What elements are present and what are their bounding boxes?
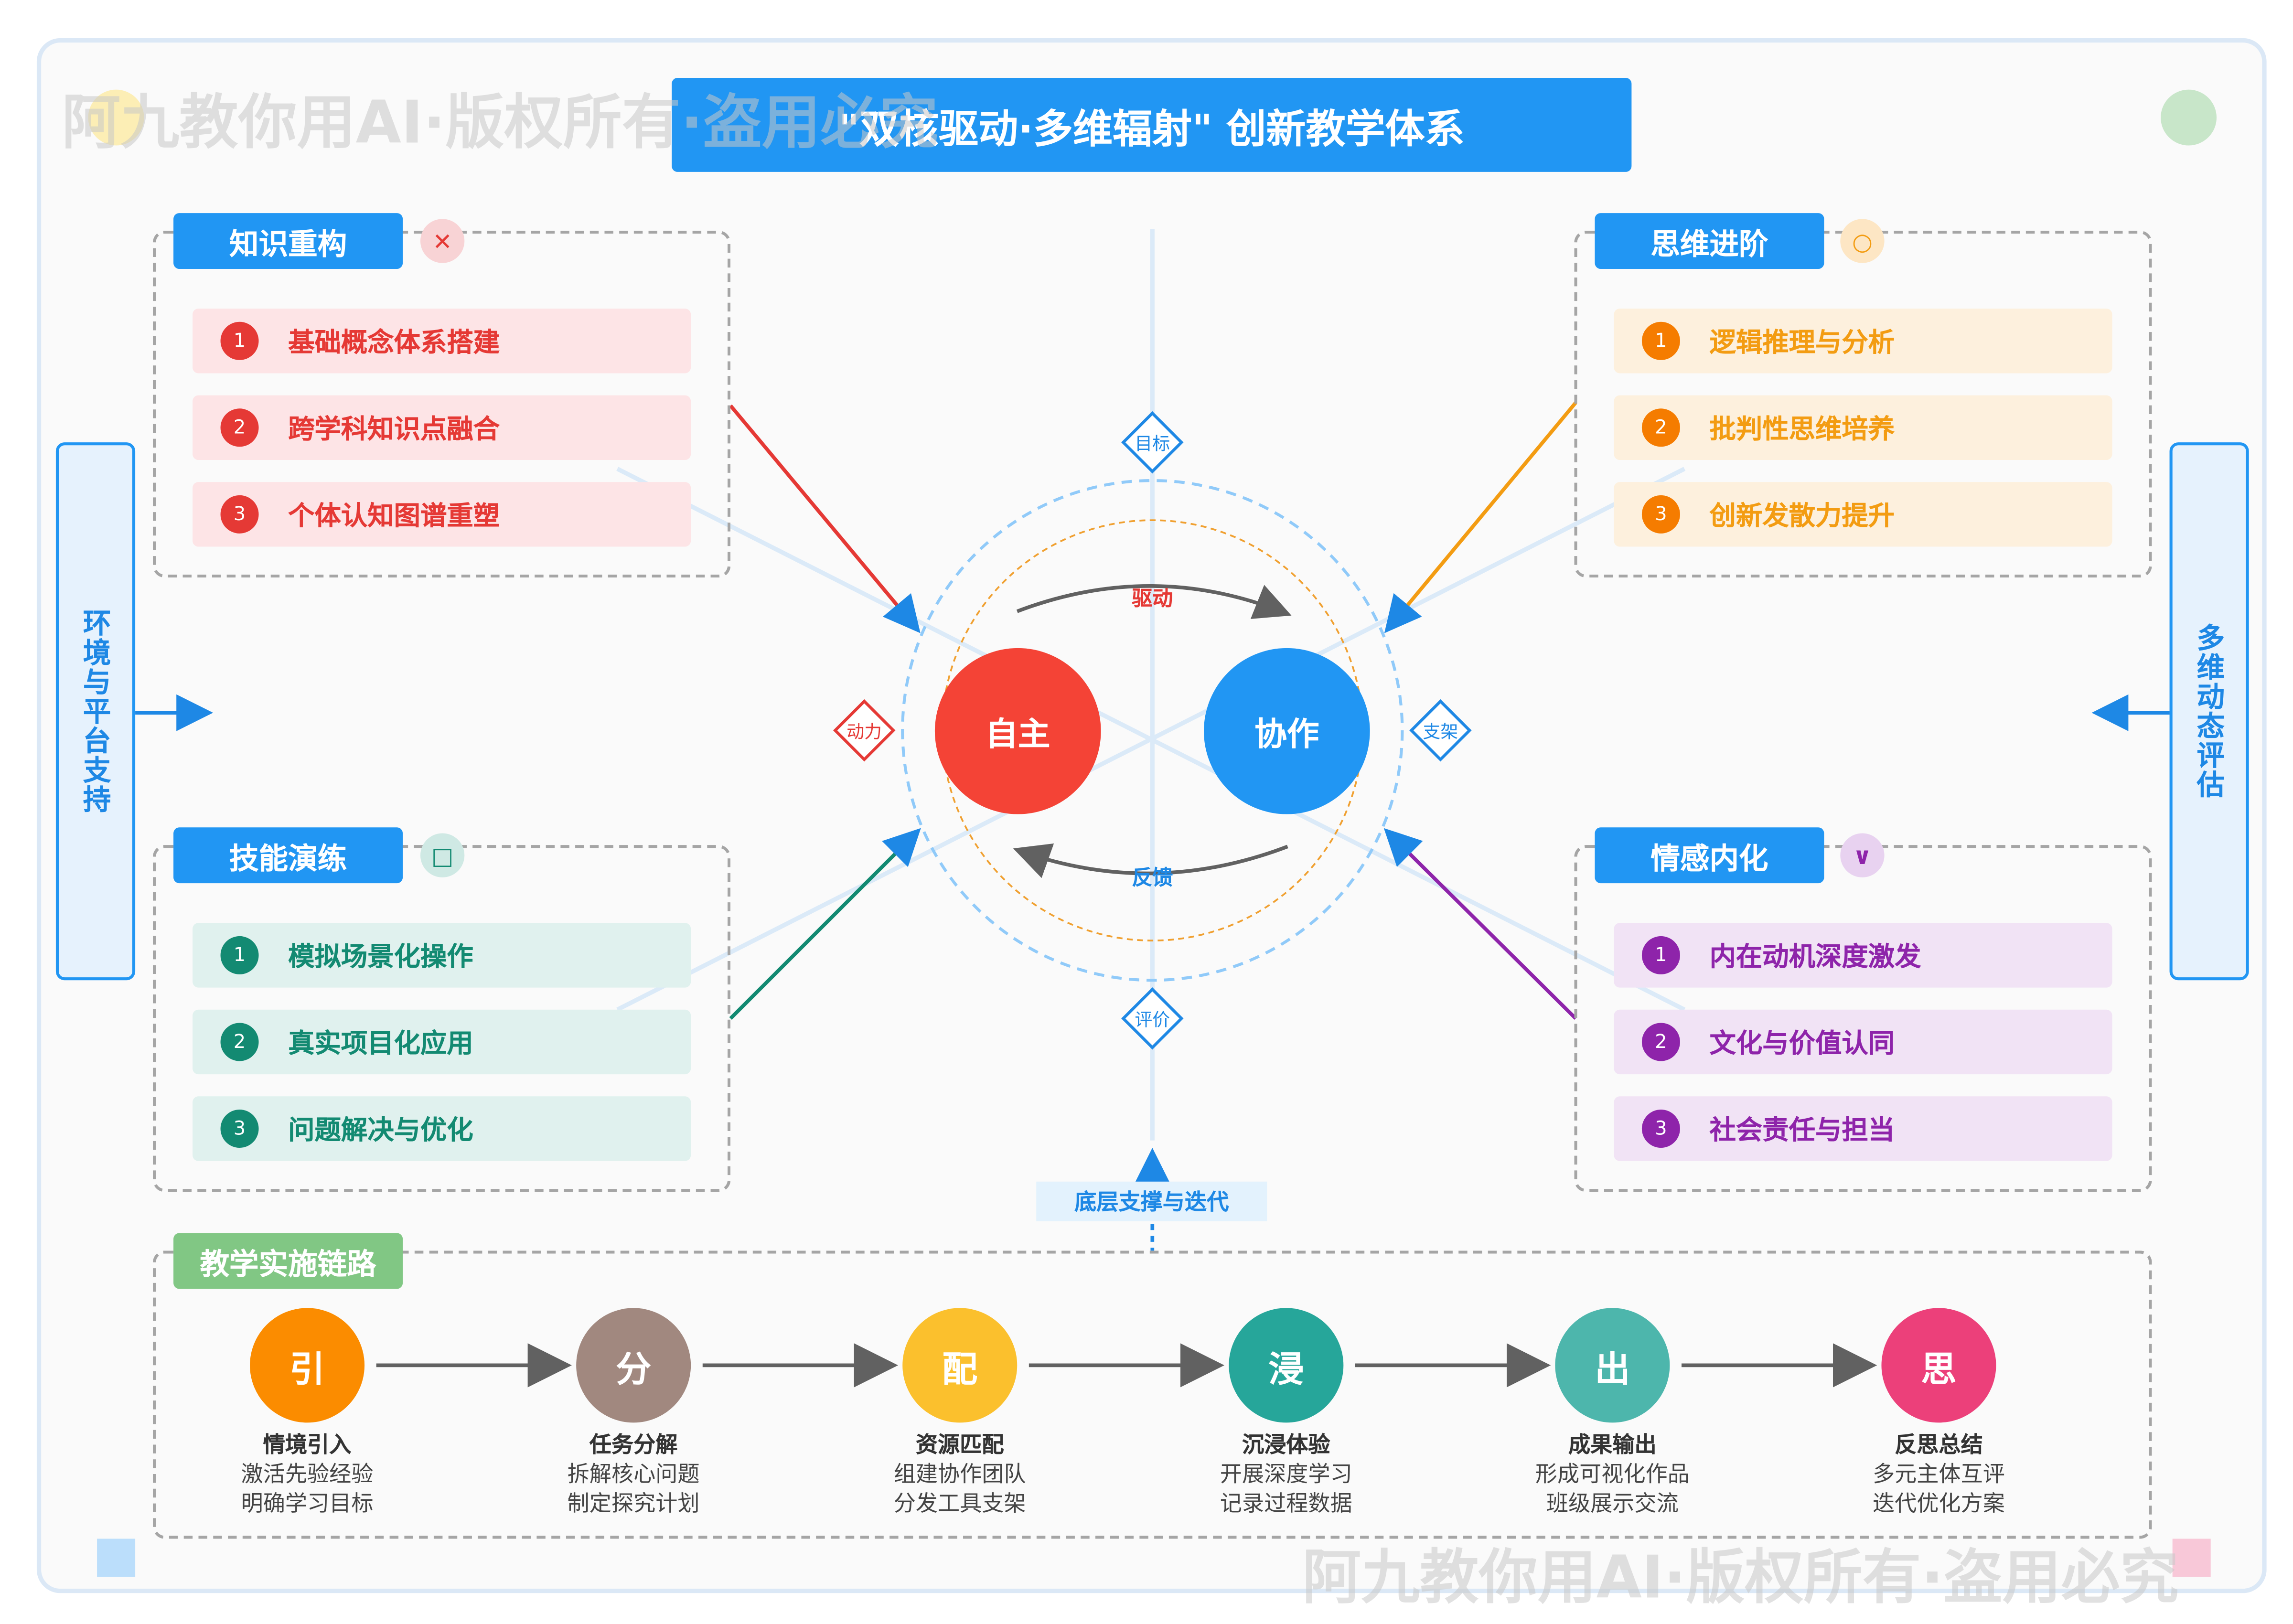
number-badge: 1	[220, 321, 259, 360]
step-title: 情境引入	[263, 1431, 352, 1458]
number-badge: 3	[220, 495, 259, 534]
chain-step-5-text: 成果输出 形成可视化作品 班级展示交流	[1495, 1430, 1730, 1518]
chain-step-2-circle: 分	[576, 1308, 691, 1423]
module-thinking-item-2: 2 批判性思维培养	[1614, 395, 2112, 460]
item-label: 创新发散力提升	[1709, 501, 1895, 532]
step-title: 沉浸体验	[1242, 1431, 1330, 1458]
item-label: 文化与价值认同	[1709, 1028, 1895, 1060]
module-thinking-item-3: 3 创新发散力提升	[1614, 482, 2112, 547]
diamond-label-goal: 目标	[1135, 433, 1170, 454]
module-skills-item-3: 3 问题解决与优化	[193, 1096, 691, 1161]
chain-step-3-text: 资源匹配 组建协作团队 分发工具支架	[842, 1430, 1077, 1518]
module-knowledge-item-1: 1 基础概念体系搭建	[193, 309, 691, 374]
chain-step-3-circle: 配	[902, 1308, 1018, 1423]
step-desc: 制定探究计划	[567, 1490, 700, 1517]
module-title-emotion: 情感内化	[1595, 827, 1824, 884]
base-support-label: 底层支撑与迭代	[1036, 1181, 1267, 1221]
step-desc: 拆解核心问题	[567, 1461, 700, 1487]
step-desc: 形成可视化作品	[1535, 1461, 1690, 1487]
item-label: 社会责任与担当	[1709, 1115, 1895, 1146]
step-desc: 记录过程数据	[1220, 1490, 1352, 1517]
module-skills-item-2: 2 真实项目化应用	[193, 1009, 691, 1075]
step-title: 资源匹配	[915, 1431, 1004, 1458]
step-desc: 分发工具支架	[893, 1490, 1026, 1517]
step-desc: 组建协作团队	[893, 1461, 1026, 1487]
number-badge: 3	[1641, 495, 1680, 534]
square-icon: □	[420, 833, 465, 877]
module-skills-item-1: 1 模拟场景化操作	[193, 923, 691, 988]
step-title: 成果输出	[1568, 1431, 1657, 1458]
number-badge: 3	[1641, 1110, 1680, 1148]
module-emotion-item-2: 2 文化与价值认同	[1614, 1009, 2112, 1075]
number-badge: 2	[1641, 408, 1680, 447]
drive-label: 驱动	[1132, 588, 1173, 611]
module-thinking-item-1: 1 逻辑推理与分析	[1614, 309, 2112, 374]
decor-square-red	[2172, 1539, 2211, 1577]
chain-step-5-circle: 出	[1555, 1308, 1670, 1423]
number-badge: 1	[1641, 321, 1680, 360]
chain-title: 教学实施链路	[173, 1233, 403, 1289]
step-desc: 班级展示交流	[1546, 1490, 1679, 1517]
step-desc: 迭代优化方案	[1872, 1490, 2005, 1517]
step-title: 反思总结	[1895, 1431, 1983, 1458]
number-badge: 3	[220, 1110, 259, 1148]
module-emotion-item-3: 3 社会责任与担当	[1614, 1096, 2112, 1161]
side-panel-evaluation: 多维动态评估	[2169, 442, 2249, 981]
watermark-top: 阿九教你用AI·版权所有·盗用必究	[62, 89, 938, 158]
chain-step-4-circle: 浸	[1229, 1308, 1344, 1423]
number-badge: 2	[220, 1023, 259, 1061]
chain-step-1-circle: 引	[250, 1308, 365, 1423]
module-title-skills: 技能演练	[173, 827, 403, 884]
item-label: 个体认知图谱重塑	[288, 501, 500, 532]
diamond-label-evaluation: 评价	[1135, 1009, 1170, 1030]
cross-icon: ✕	[420, 219, 465, 263]
feedback-label: 反馈	[1132, 867, 1173, 891]
item-label: 真实项目化应用	[288, 1028, 473, 1060]
module-emotion-item-1: 1 内在动机深度激发	[1614, 923, 2112, 988]
chevron-down-icon: ∨	[1840, 833, 1885, 877]
step-desc: 激活先验经验	[241, 1461, 374, 1487]
decor-dot-yellow	[88, 89, 144, 146]
number-badge: 1	[1641, 936, 1680, 974]
step-desc: 明确学习目标	[241, 1490, 374, 1517]
item-label: 内在动机深度激发	[1709, 942, 1921, 973]
circle-icon: ○	[1840, 219, 1885, 263]
module-knowledge-item-3: 3 个体认知图谱重塑	[193, 482, 691, 547]
decor-dot-green	[2161, 89, 2217, 146]
step-title: 任务分解	[589, 1431, 678, 1458]
diamond-label-motivation: 动力	[846, 721, 882, 742]
page-title: "双核驱动·多维辐射" 创新教学体系	[672, 78, 1632, 172]
chain-step-4-text: 沉浸体验 开展深度学习 记录过程数据	[1168, 1430, 1404, 1518]
module-title-knowledge: 知识重构	[173, 213, 403, 269]
item-label: 模拟场景化操作	[288, 942, 473, 973]
decor-square-blue	[97, 1539, 136, 1577]
number-badge: 1	[220, 936, 259, 974]
diamond-label-scaffold: 支架	[1423, 721, 1458, 742]
item-label: 基础概念体系搭建	[288, 328, 500, 359]
number-badge: 2	[1641, 1023, 1680, 1061]
chain-box	[153, 1250, 2152, 1539]
item-label: 逻辑推理与分析	[1709, 328, 1895, 359]
chain-step-6-circle: 思	[1881, 1308, 1996, 1423]
chain-step-6-text: 反思总结 多元主体互评 迭代优化方案	[1821, 1430, 2056, 1518]
module-knowledge-item-2: 2 跨学科知识点融合	[193, 395, 691, 460]
step-desc: 开展深度学习	[1220, 1461, 1352, 1487]
core-autonomy: 自主	[934, 648, 1101, 814]
module-title-thinking: 思维进阶	[1595, 213, 1824, 269]
item-label: 跨学科知识点融合	[288, 414, 500, 446]
core-collaboration: 协作	[1204, 648, 1370, 814]
watermark-bottom: 阿九教你用AI·版权所有·盗用必究	[1302, 1544, 2179, 1613]
step-desc: 多元主体互评	[1872, 1461, 2005, 1487]
item-label: 批判性思维培养	[1709, 414, 1895, 446]
number-badge: 2	[220, 408, 259, 447]
chain-step-2-text: 任务分解 拆解核心问题 制定探究计划	[516, 1430, 751, 1518]
side-panel-environment: 环境与平台支持	[55, 442, 136, 981]
chain-step-1-text: 情境引入 激活先验经验 明确学习目标	[190, 1430, 425, 1518]
item-label: 问题解决与优化	[288, 1115, 473, 1146]
